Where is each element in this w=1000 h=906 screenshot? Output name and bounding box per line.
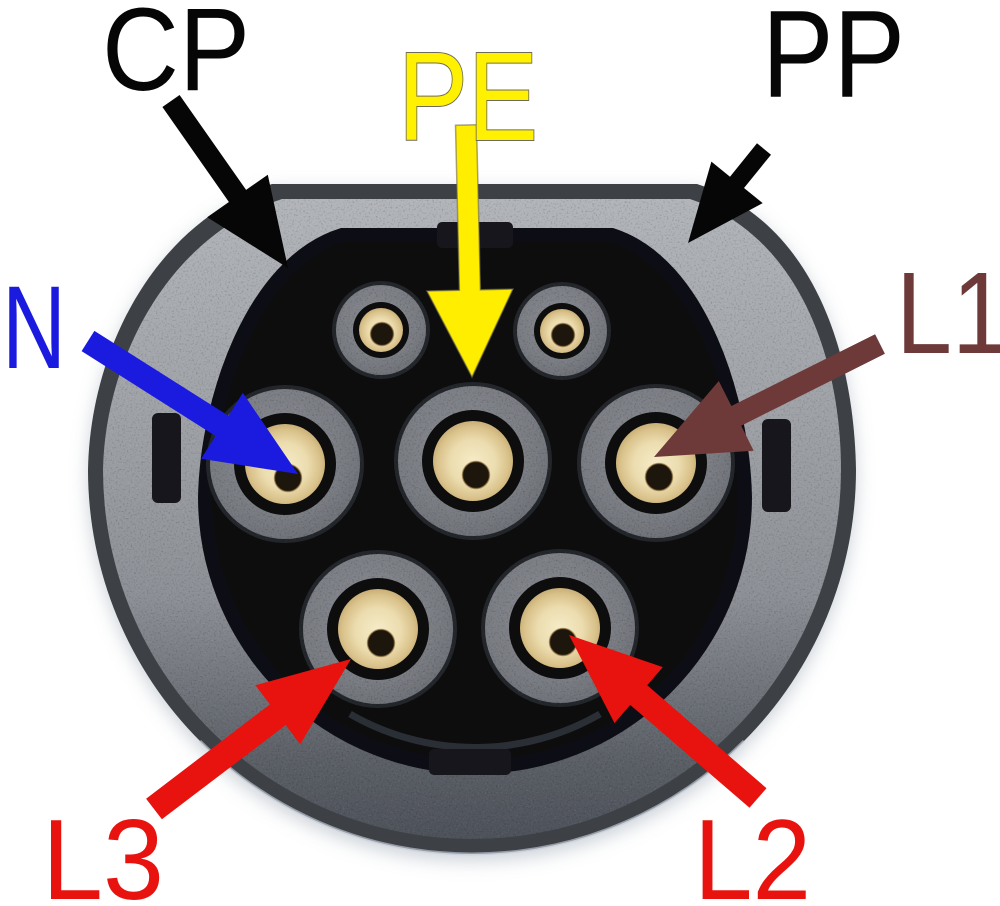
pin-l3-hole <box>366 628 396 658</box>
arrow-l1 <box>654 334 885 457</box>
pin-pe-contact <box>433 421 513 501</box>
arrow-cp <box>162 95 288 268</box>
pin-pe-hole <box>461 460 491 490</box>
arrow-pp <box>688 143 771 243</box>
arrow-group <box>81 95 885 820</box>
bottom-edge-highlight <box>198 739 746 856</box>
label-l2: L2 <box>694 797 811 906</box>
pin-pp-hole <box>550 322 576 348</box>
recess-floor-arc <box>348 710 602 751</box>
arrow-l2 <box>569 635 767 808</box>
left-guide-notch <box>152 413 181 503</box>
pin-l3-contact <box>338 589 418 669</box>
label-cp: CP <box>102 0 250 116</box>
pin-cp <box>332 281 430 379</box>
label-l3: L3 <box>42 797 164 906</box>
label-pe: PE <box>398 26 538 167</box>
label-n: N <box>2 262 66 394</box>
pin-pe <box>394 382 552 540</box>
arrow-n <box>81 330 298 474</box>
label-l1: L1 <box>896 248 1000 378</box>
label-pp: PP <box>762 0 905 124</box>
pin-l1-hole <box>644 462 674 492</box>
arrow-l3 <box>146 659 351 820</box>
pin-pp <box>513 282 611 380</box>
pin-cp-hole <box>369 321 395 347</box>
right-guide-notch <box>762 419 791 512</box>
bottom-guide-notch <box>429 749 511 775</box>
arrow-pe <box>425 124 515 379</box>
pin-l2-hole <box>548 627 578 657</box>
